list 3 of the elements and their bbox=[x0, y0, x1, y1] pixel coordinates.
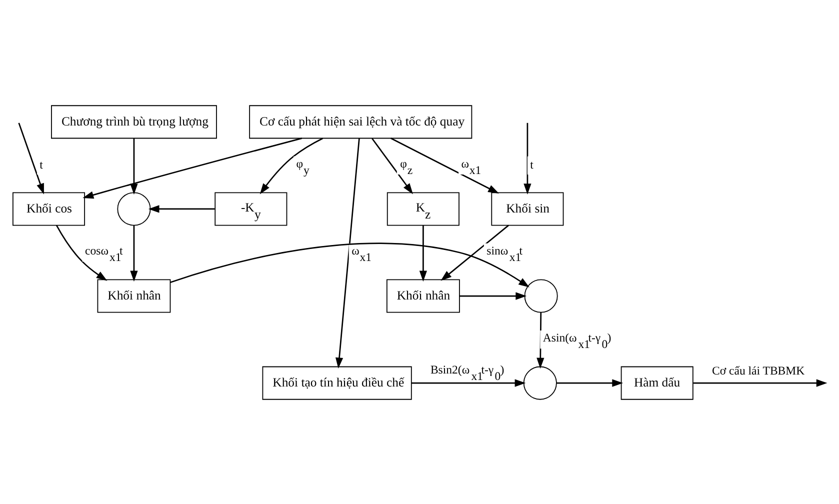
edge-label: t bbox=[530, 158, 534, 172]
edge-label: Cơ cấu lái TBBMK bbox=[712, 364, 805, 377]
edge-label: t bbox=[40, 158, 43, 172]
